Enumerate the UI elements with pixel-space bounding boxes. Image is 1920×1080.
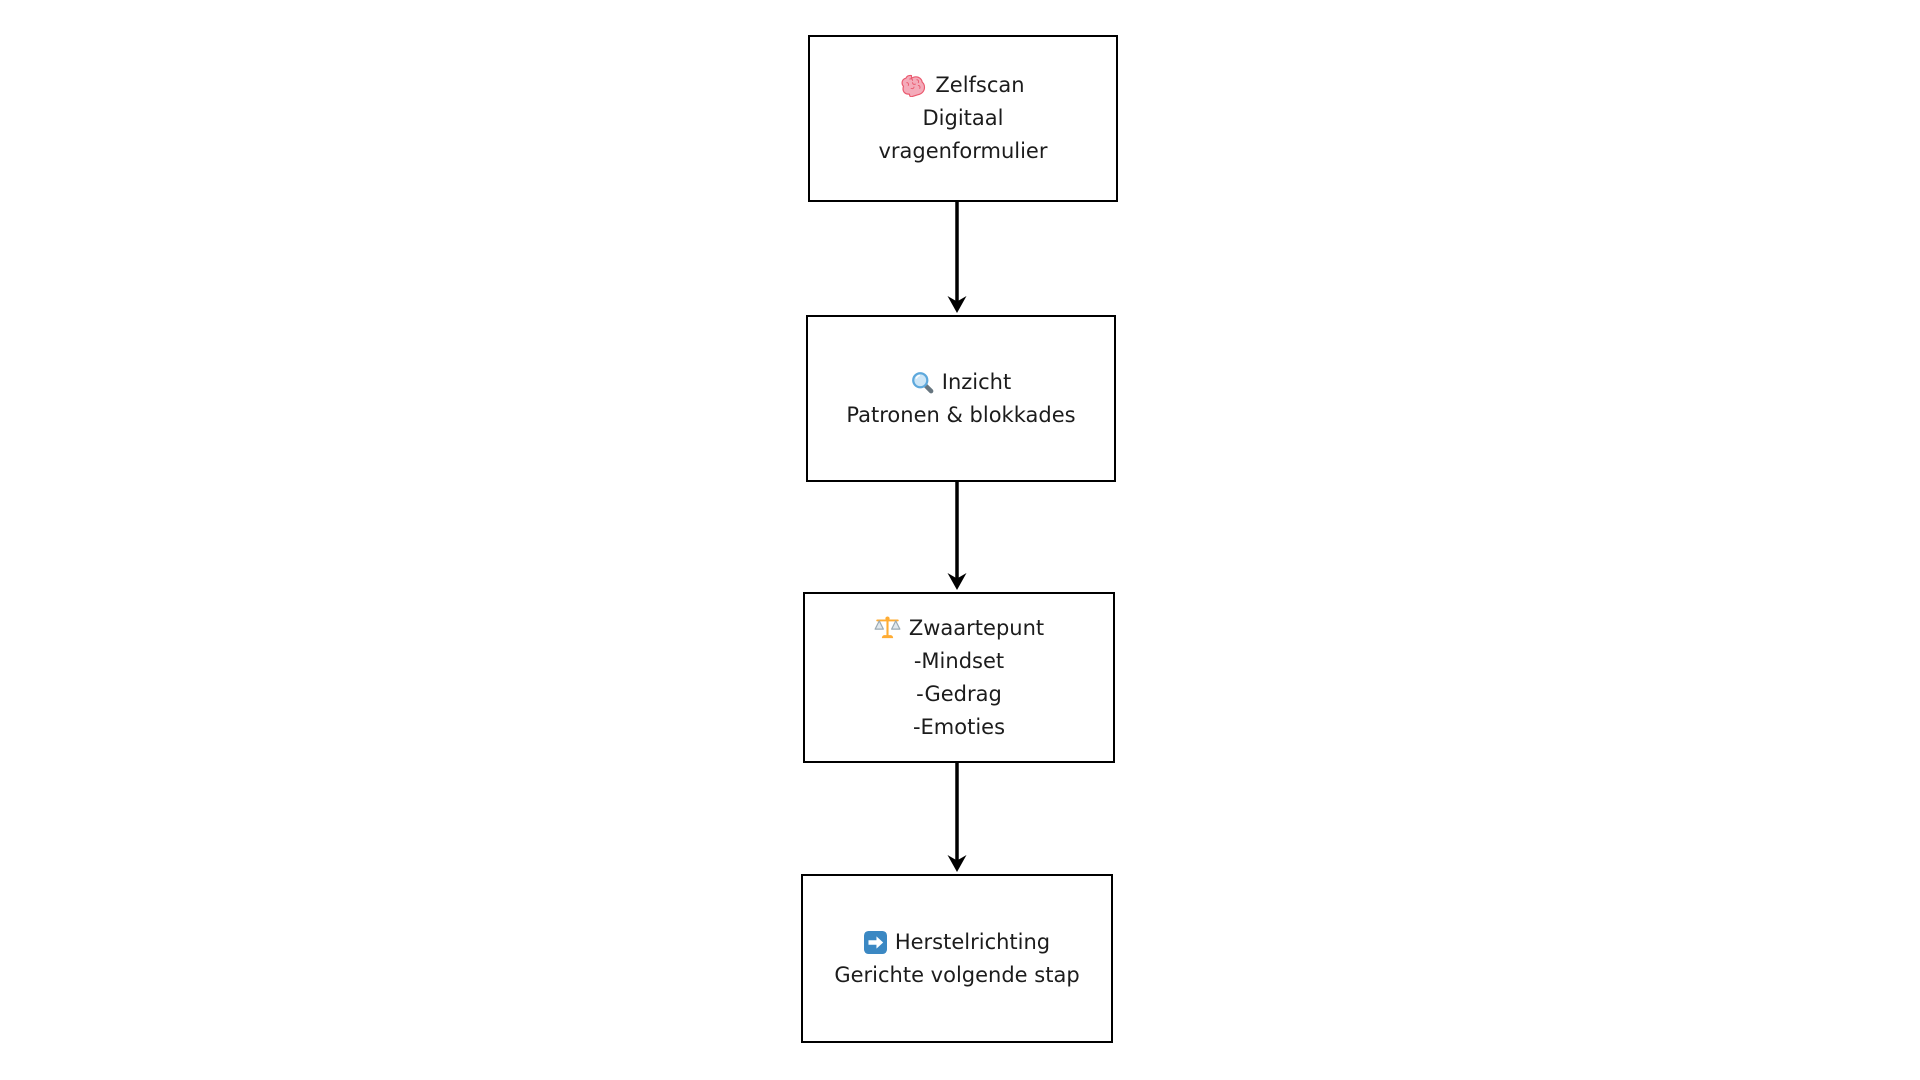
flow-node-herstelrichting: Herstelrichting Gerichte volgende stap (801, 874, 1113, 1043)
node-title-line: Inzicht (846, 366, 1075, 399)
node-title-line: Zwaartepunt (874, 612, 1044, 645)
connector-arrow-2 (947, 482, 967, 590)
node-title: Inzicht (941, 369, 1012, 394)
node-content: Inzicht Patronen & blokkades (846, 366, 1075, 432)
node-title-line: Zelfscan (879, 69, 1048, 102)
node-line: Patronen & blokkades (846, 402, 1076, 427)
flow-node-zelfscan: Zelfscan Digitaal vragenformulier (808, 35, 1118, 202)
connector-arrow-1 (947, 202, 967, 313)
balance-scale-icon (874, 616, 901, 640)
node-line: Gerichte volgende stap (834, 962, 1080, 987)
node-title: Herstelrichting (894, 929, 1051, 954)
node-line: vragenformulier (878, 139, 1048, 163)
flow-node-inzicht: Inzicht Patronen & blokkades (806, 315, 1116, 482)
flow-node-zwaartepunt: Zwaartepunt -Mindset -Gedrag -Emoties (803, 592, 1115, 763)
node-content: Zwaartepunt -Mindset -Gedrag -Emoties (874, 612, 1044, 744)
node-line: -Emoties (912, 714, 1006, 739)
node-content: Herstelrichting Gerichte volgende stap (834, 926, 1079, 992)
node-line: Digitaal (922, 106, 1004, 130)
connector-arrow-3 (947, 763, 967, 872)
node-content: Zelfscan Digitaal vragenformulier (879, 69, 1048, 168)
node-title: Zwaartepunt (908, 615, 1045, 640)
node-line: -Mindset (913, 648, 1005, 673)
node-line: -Gedrag (916, 681, 1002, 706)
node-title-line: Herstelrichting (834, 926, 1079, 959)
arrow-right-icon (863, 930, 887, 954)
brain-icon (901, 74, 927, 97)
node-title: Zelfscan (935, 73, 1025, 97)
magnifying-glass-icon (911, 371, 934, 394)
